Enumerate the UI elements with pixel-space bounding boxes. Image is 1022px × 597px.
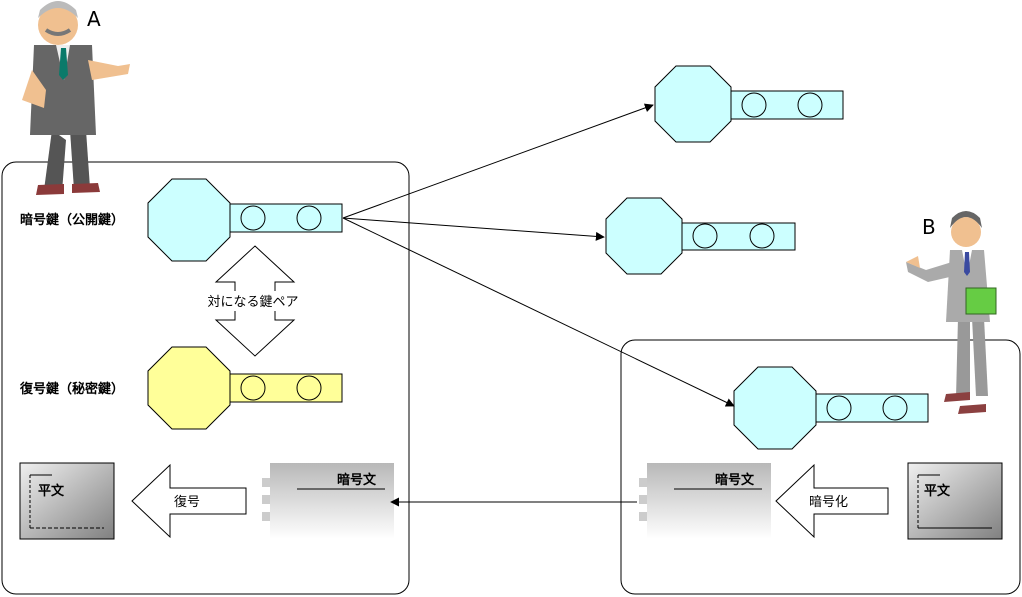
encrypt-arrow — [775, 463, 889, 539]
plaintext-doc-right — [907, 462, 1003, 540]
ciphertext-doc-left — [262, 463, 394, 539]
left-panel — [1, 161, 410, 595]
right-panel — [620, 339, 1021, 595]
public-key-b — [733, 366, 929, 450]
key-pair-label-bg — [198, 291, 310, 311]
plaintext-doc-left — [19, 462, 115, 540]
encrypt-arrow-label: 暗号化 — [809, 495, 848, 510]
ciphertext-doc-right — [639, 463, 771, 539]
distribution-arrow-top — [342, 103, 654, 219]
encryption-key-label: 暗号鍵（公開鍵） — [20, 212, 124, 228]
decrypt-arrow — [131, 463, 247, 539]
person-a-figure — [22, 1, 130, 195]
ciphertext-label-left: 暗号文 — [337, 472, 377, 488]
private-key-left — [147, 346, 343, 430]
distribution-arrow-middle — [342, 217, 605, 241]
decrypt-arrow-label: 復号 — [174, 494, 200, 510]
person-b-figure — [906, 211, 997, 414]
public-key-copy-top — [654, 65, 844, 143]
plaintext-label-left: 平文 — [38, 483, 65, 499]
person-a-label: A — [87, 7, 101, 31]
public-key-copy-middle — [605, 197, 796, 275]
decryption-key-label: 復号鍵（秘密鍵） — [19, 381, 124, 397]
ciphertext-label-right: 暗号文 — [715, 472, 755, 488]
plaintext-label-right: 平文 — [924, 483, 951, 499]
key-pair-label: 対になる鍵ペア — [207, 294, 298, 310]
person-b-label: B — [922, 215, 936, 239]
distribution-arrow-to-b — [342, 217, 735, 407]
public-key-left — [147, 178, 343, 262]
